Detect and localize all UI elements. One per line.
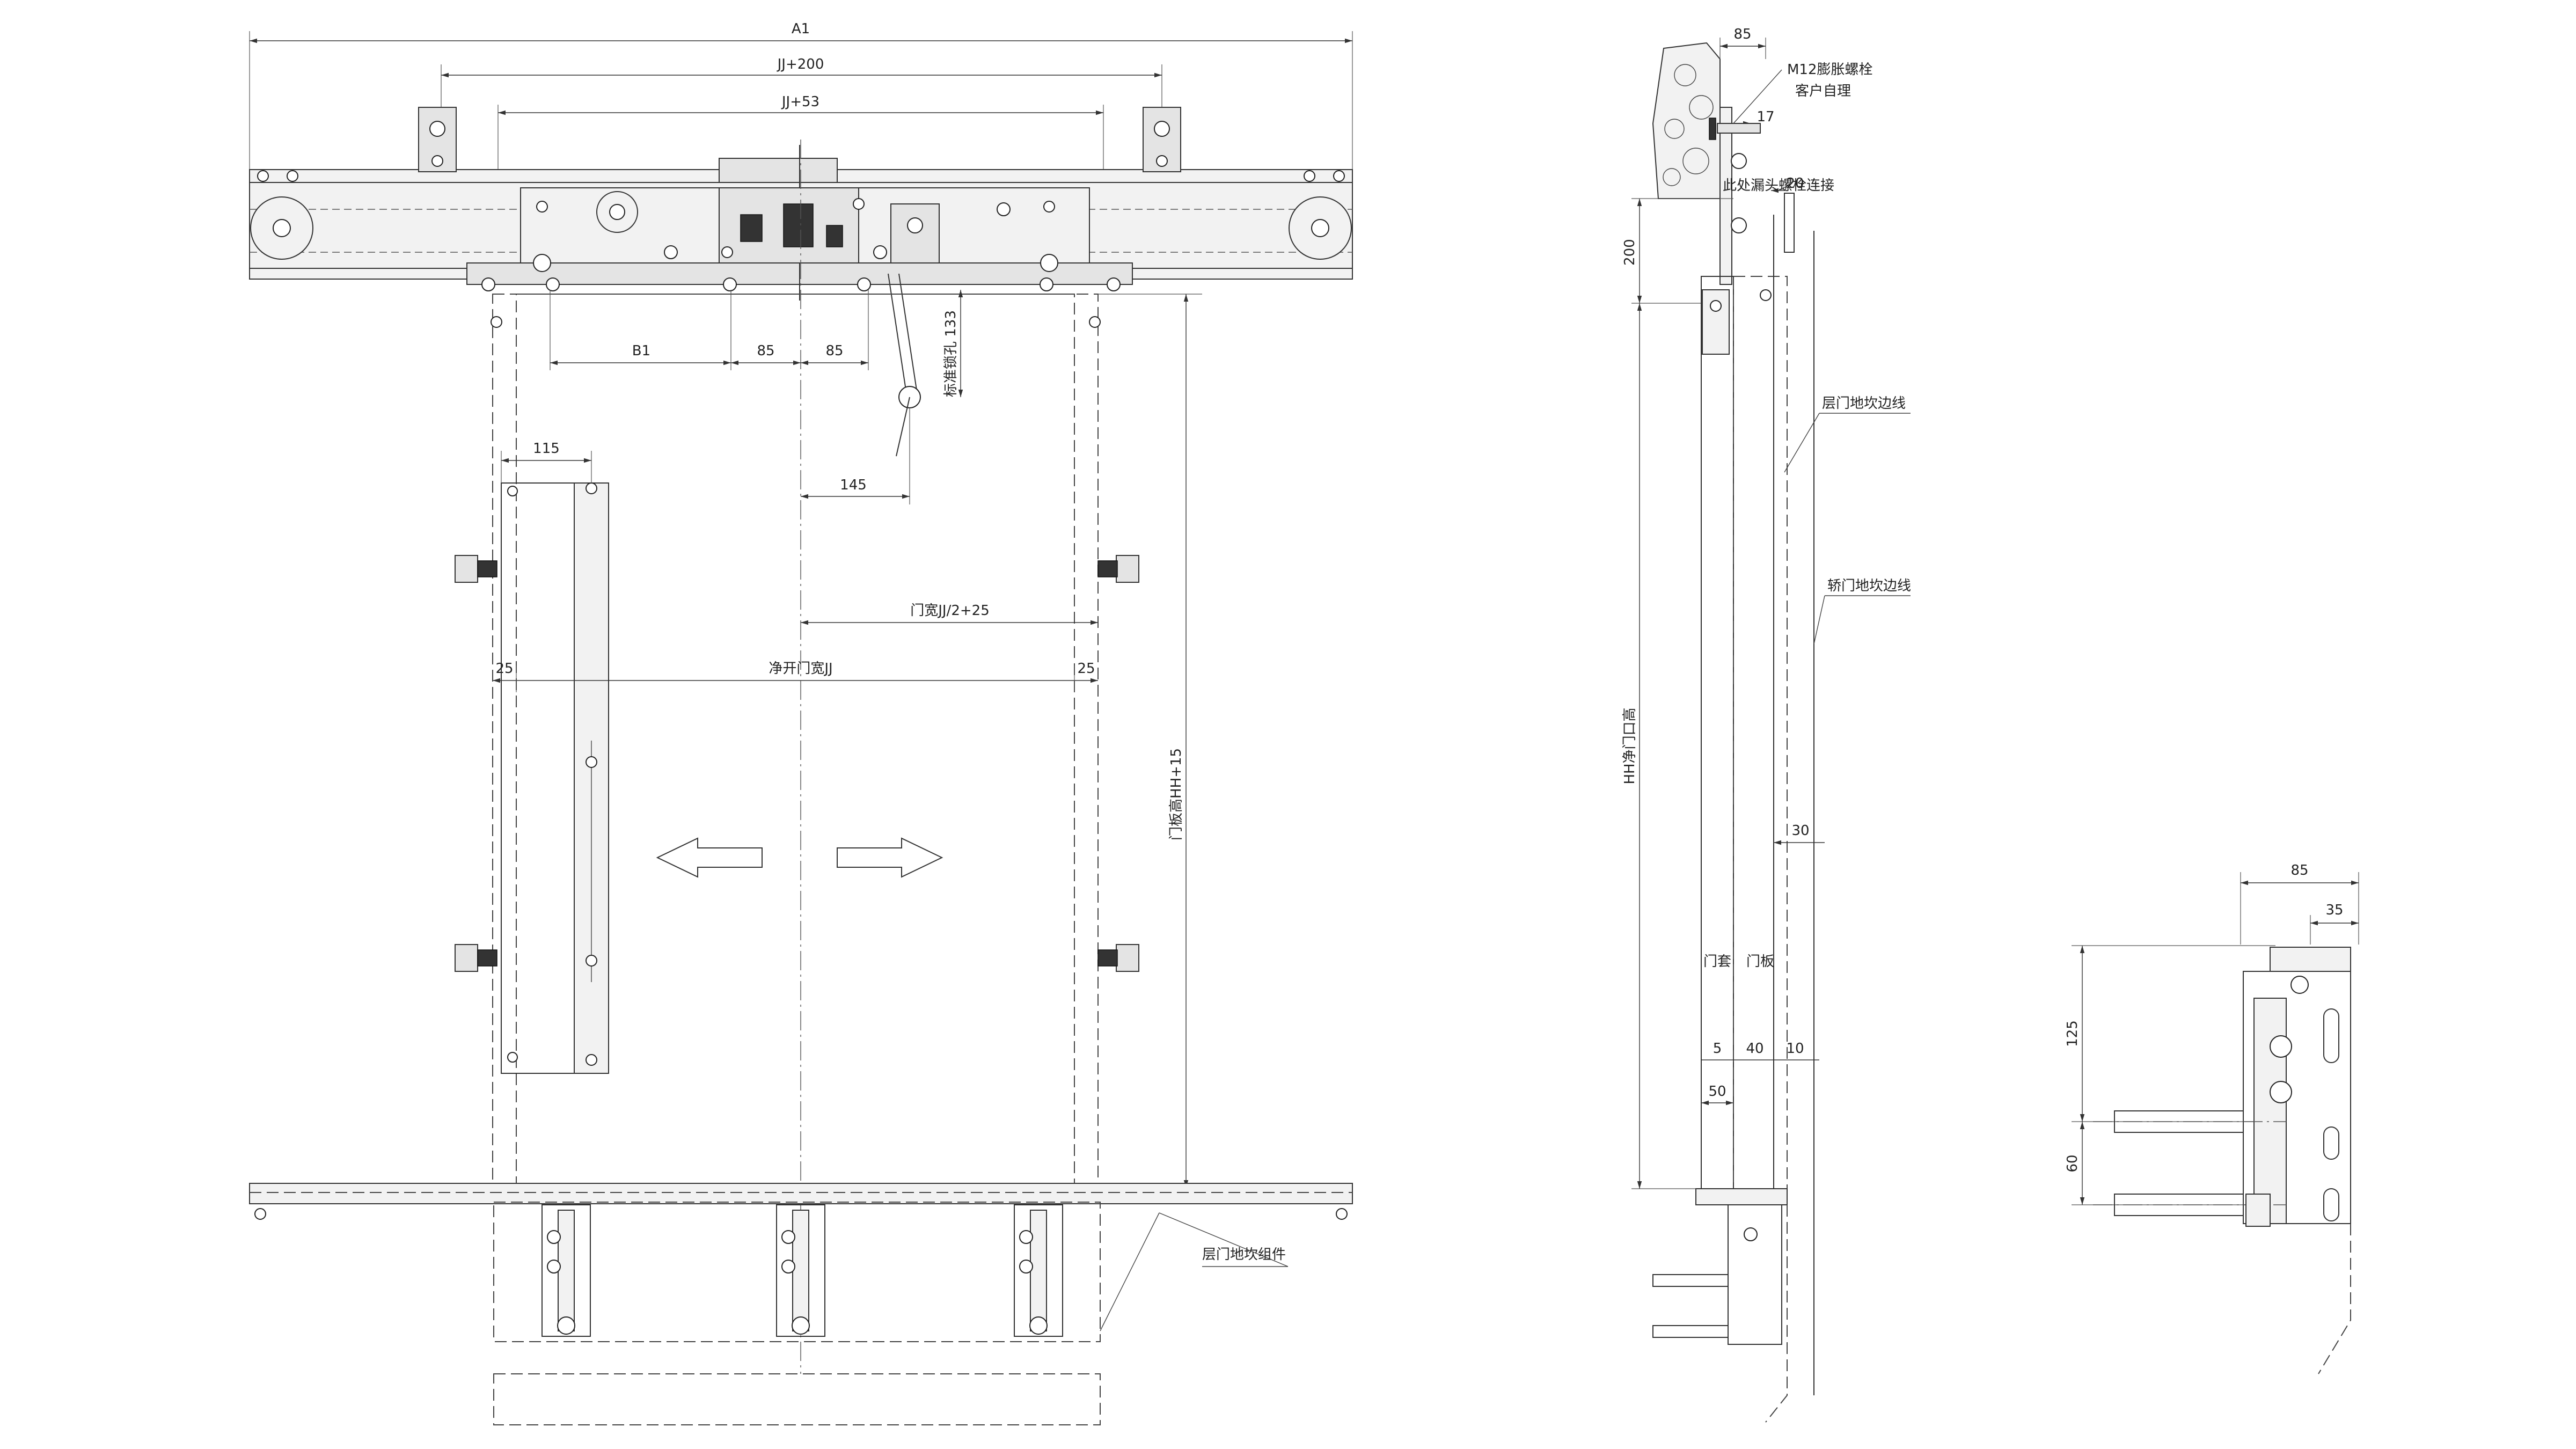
svg-text:标准锁孔 133: 标准锁孔 133 [943, 310, 959, 397]
svg-text:A1: A1 [792, 21, 810, 37]
svg-text:40: 40 [1746, 1041, 1763, 1057]
svg-text:轿门地坎边线: 轿门地坎边线 [1827, 578, 1911, 594]
svg-text:35: 35 [2325, 902, 2343, 918]
side-dim-30: 30 [1774, 823, 1825, 845]
side-bracket [1709, 107, 1795, 285]
svg-text:145: 145 [840, 477, 867, 493]
door-hooks [455, 316, 1139, 972]
svg-text:门套: 门套 [1703, 954, 1731, 970]
side-sill-edge-labels: 层门地坎边线 轿门地坎边线 [1784, 396, 1911, 645]
svg-text:M12膨胀螺栓: M12膨胀螺栓 [1787, 62, 1873, 78]
vertical-lock-assembly [501, 482, 609, 1074]
svg-text:85: 85 [2290, 862, 2308, 879]
svg-text:门板高HH+15: 门板高HH+15 [1168, 748, 1184, 840]
dim-a1: A1 [249, 21, 1353, 172]
svg-text:HH净门口高: HH净门口高 [1622, 707, 1638, 784]
svg-text:门宽JJ/2+25: 门宽JJ/2+25 [910, 603, 990, 619]
dim-b1-row: B1 85 85 [550, 290, 869, 370]
svg-text:50: 50 [1708, 1084, 1726, 1100]
side-door-stack [1701, 215, 1814, 1395]
detail-view: 85 35 125 60 [2065, 862, 2359, 1374]
svg-text:30: 30 [1791, 823, 1809, 839]
landing-sill [249, 1183, 1353, 1425]
svg-text:85: 85 [825, 343, 843, 359]
dim-std-lock-hole: 标准锁孔 133 [943, 290, 963, 397]
svg-text:125: 125 [2065, 1020, 2081, 1047]
svg-text:B1: B1 [632, 343, 650, 359]
side-dim-hh: HH净门口高 [1622, 303, 1701, 1189]
side-sill-bracket [1652, 1188, 1788, 1423]
svg-text:客户自理: 客户自理 [1795, 83, 1851, 99]
door-hanger [466, 145, 1133, 301]
svg-text:17: 17 [1757, 109, 1774, 125]
svg-text:25: 25 [495, 661, 513, 677]
svg-text:85: 85 [1733, 26, 1751, 42]
side-dims-top: 85 17 20 [1719, 26, 1804, 193]
front-view: A1 JJ+200 JJ+53 [249, 21, 1353, 1425]
svg-text:85: 85 [757, 343, 774, 359]
svg-text:净开门宽JJ: 净开门宽JJ [769, 661, 832, 677]
dim-clear-width: 净开门宽JJ 25 25 [493, 661, 1098, 692]
svg-text:60: 60 [2065, 1154, 2081, 1172]
svg-text:25: 25 [1077, 661, 1095, 677]
svg-text:门板: 门板 [1746, 954, 1774, 970]
sill-assembly-callout: 层门地坎组件 [1100, 1212, 1289, 1331]
detail-bracket [2093, 947, 2351, 1374]
svg-text:JJ+53: JJ+53 [781, 94, 819, 110]
svg-text:JJ+200: JJ+200 [777, 56, 824, 72]
dim-145: 145 [801, 408, 910, 504]
side-dim-200: 200 [1622, 198, 1733, 304]
svg-text:层门地坎边线: 层门地坎边线 [1822, 396, 1906, 412]
dim-panel-height: 门板高HH+15 [1098, 294, 1202, 1188]
svg-text:10: 10 [1786, 1041, 1804, 1057]
lock-arm [888, 273, 921, 457]
side-labels: M12膨胀螺栓 客户自理 此处漏头螺栓连接 [1723, 62, 1873, 194]
svg-text:115: 115 [533, 441, 560, 457]
dim-jj200: JJ+200 [441, 56, 1162, 177]
side-bottom-dims: 门套 门板 5 40 10 50 [1701, 954, 1819, 1106]
sill-brackets [541, 1204, 1063, 1337]
svg-text:此处漏头螺栓连接: 此处漏头螺栓连接 [1723, 178, 1834, 194]
dim-115: 115 [501, 441, 592, 483]
door-panel [492, 140, 1099, 1374]
open-direction-arrows [656, 837, 943, 878]
dim-half-width: 门宽JJ/2+25 [801, 603, 1098, 625]
detail-dims: 85 35 125 60 [2065, 862, 2359, 1205]
svg-text:5: 5 [1713, 1041, 1722, 1057]
svg-text:20: 20 [1786, 175, 1804, 192]
svg-text:层门地坎组件: 层门地坎组件 [1202, 1247, 1286, 1263]
side-view: 85 17 20 M12膨胀螺栓 客户自理 此处漏头螺栓连接 200 [1622, 26, 1911, 1423]
svg-text:200: 200 [1622, 239, 1638, 266]
